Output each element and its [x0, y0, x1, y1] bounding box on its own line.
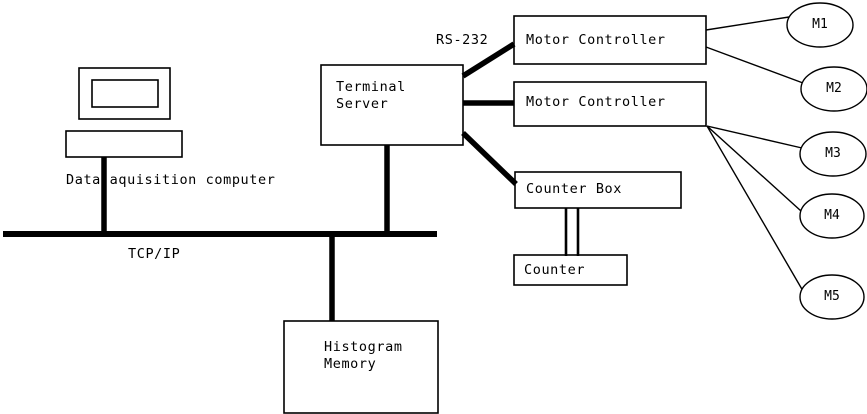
- serial-link-to-counter-box: [461, 131, 518, 186]
- motor-m1-label: M1: [812, 17, 828, 32]
- histogram-memory-label-line1: Histogram: [324, 339, 403, 355]
- motor-controller-1-label: Motor Controller: [526, 32, 666, 48]
- rs232-link-label: RS-232: [436, 32, 489, 48]
- counter-box-outline: [514, 171, 682, 209]
- cable-to-motor-m4: [706, 125, 802, 212]
- motor-m5-label: M5: [824, 289, 840, 304]
- histogram-memory-outline: [283, 320, 439, 414]
- cable-to-motor-m2: [705, 46, 804, 84]
- cable-to-motor-m5: [706, 125, 804, 292]
- motor-m2-outline: [800, 66, 867, 112]
- computer-screen-outline: [91, 79, 159, 108]
- motor-m4-outline: [799, 193, 865, 239]
- cable-to-motor-m3: [706, 125, 803, 149]
- motor-m1-outline: [786, 2, 854, 48]
- cable-to-motor-m1: [705, 16, 790, 31]
- tcpip-bus-label: TCP/IP: [128, 246, 181, 262]
- serial-link-to-motor-controller-1: [461, 41, 516, 79]
- terminal-server-label-line2: Server: [336, 96, 389, 112]
- motor-m2-label: M2: [826, 81, 842, 96]
- terminal-server-outline: [320, 64, 464, 146]
- motor-m3-outline: [799, 131, 867, 177]
- data-acquisition-computer-label: Data aquisition computer: [66, 172, 276, 188]
- motor-m3-label: M3: [825, 146, 841, 161]
- computer-base-outline: [65, 130, 183, 158]
- counter-outline: [513, 254, 628, 286]
- counter-box-label: Counter Box: [526, 181, 623, 197]
- counter-label: Counter: [524, 262, 586, 278]
- motor-m5-outline: [799, 274, 865, 320]
- histogram-memory-label-line2: Memory: [324, 356, 377, 372]
- motor-m4-label: M4: [824, 208, 840, 223]
- terminal-server-label-line1: Terminal: [336, 79, 406, 95]
- motor-controller-2-label: Motor Controller: [526, 94, 666, 110]
- motor-controller-1-outline: [513, 15, 707, 65]
